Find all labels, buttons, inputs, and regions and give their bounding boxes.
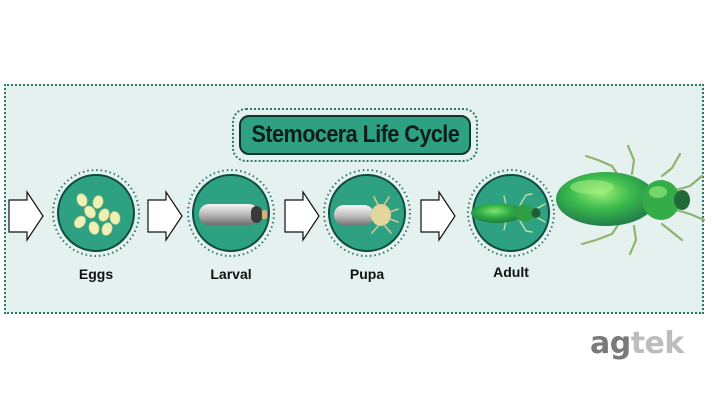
diagram-title: Stemocera Life Cycle xyxy=(251,121,459,148)
title-frame: Stemocera Life Cycle xyxy=(232,108,478,162)
arrow-right-icon xyxy=(420,190,456,242)
pupa-icon xyxy=(334,196,399,234)
larva-icon xyxy=(199,204,267,225)
stage-label-pupa: Pupa xyxy=(349,266,385,282)
title-box: Stemocera Life Cycle xyxy=(239,115,471,155)
arrow-right-icon xyxy=(284,190,320,242)
stage-label-larval: Larval xyxy=(210,266,252,282)
arrow-right-icon xyxy=(147,190,183,242)
large-beetle-icon xyxy=(556,144,706,256)
adult-beetle-icon xyxy=(471,193,546,233)
stage-circle-eggs xyxy=(52,169,140,257)
stage-label-eggs: Eggs xyxy=(78,266,114,282)
stage-label-adult: Adult xyxy=(493,264,529,280)
arrow-right-icon xyxy=(8,190,44,242)
logo-part-ag: ag xyxy=(590,326,631,361)
logo-part-tek: tek xyxy=(630,326,685,361)
eggs-icon xyxy=(74,193,121,236)
agtek-logo: agtek xyxy=(590,326,684,361)
